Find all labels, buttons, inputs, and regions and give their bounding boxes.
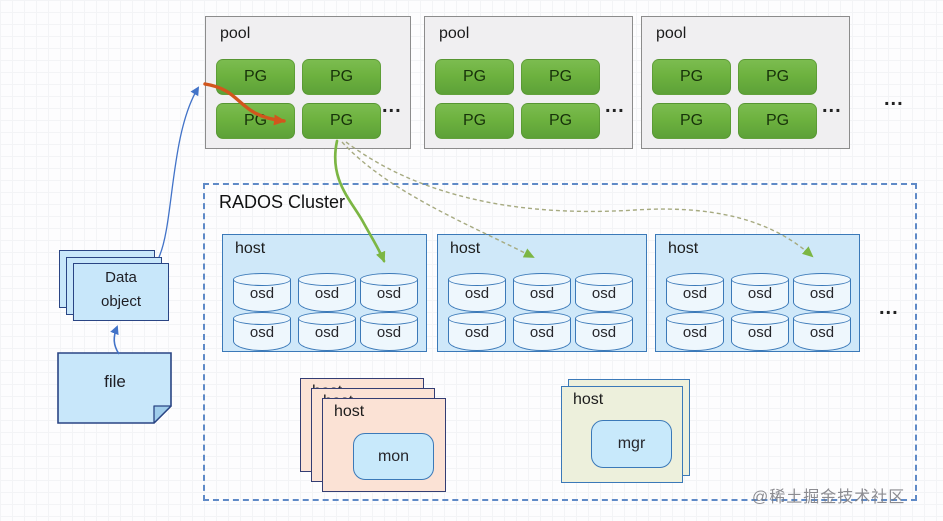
pg-box: PG [652, 59, 731, 95]
cylinder-top [448, 273, 506, 286]
pg-box: PG [652, 103, 731, 139]
pool-box-1: pool PG PG PG PG ... [205, 16, 411, 149]
cylinder-top [298, 312, 356, 325]
pool-box-2: pool PG PG PG PG ... [424, 16, 633, 149]
pool-label: pool [656, 25, 687, 42]
osd-cylinder: osd [666, 312, 724, 351]
pool-label: pool [220, 25, 251, 42]
osd-cylinder: osd [666, 273, 724, 312]
more-hosts-ellipsis: ... [879, 297, 899, 319]
osd-cylinder: osd [793, 273, 851, 312]
osd-cylinder: osd [448, 273, 506, 312]
cylinder-top [360, 273, 418, 286]
mon-host-layer-front: host mon [322, 398, 446, 492]
host-label: host [334, 403, 365, 420]
cluster-host-3: host osd osd osd osd osd osd [655, 234, 860, 352]
host-label: host [450, 240, 481, 257]
cylinder-top [513, 312, 571, 325]
mon-service-box: mon [353, 433, 434, 480]
cylinder-top [448, 312, 506, 325]
cylinder-top [360, 312, 418, 325]
osd-cylinder: osd [513, 312, 571, 351]
arrow-file-to-data-object [110, 325, 120, 355]
osd-cylinder: osd [298, 273, 356, 312]
cylinder-top [233, 273, 291, 286]
pool-label: pool [439, 25, 470, 42]
osd-cylinder: osd [513, 273, 571, 312]
host-label: host [235, 240, 266, 257]
cylinder-top [793, 273, 851, 286]
watermark: @稀土掘金技术社区 [752, 489, 906, 506]
more-pgs-ellipsis: ... [605, 95, 625, 117]
cylinder-top [731, 273, 789, 286]
osd-cylinder: osd [575, 273, 633, 312]
pool-box-3: pool PG PG PG PG ... [641, 16, 850, 149]
data-object-layer-front: Data object [73, 263, 169, 321]
mgr-service-box: mgr [591, 420, 672, 468]
cylinder-top [666, 312, 724, 325]
file-outline [57, 352, 172, 424]
cylinder-top [575, 273, 633, 286]
pg-box: PG [738, 103, 817, 139]
osd-cylinder: osd [575, 312, 633, 351]
osd-cylinder: osd [233, 312, 291, 351]
host-label: host [573, 391, 604, 408]
file-label: file [104, 372, 126, 391]
osd-cylinder: osd [793, 312, 851, 351]
cylinder-top [575, 312, 633, 325]
rados-cluster-title: RADOS Cluster [219, 192, 346, 212]
pg-box: PG [216, 59, 295, 95]
osd-cylinder: osd [298, 312, 356, 351]
cylinder-top [298, 273, 356, 286]
osd-cylinder: osd [233, 273, 291, 312]
cluster-host-1: host osd osd osd osd osd osd [222, 234, 427, 352]
cylinder-top [666, 273, 724, 286]
pg-box: PG [738, 59, 817, 95]
file-shape: file [57, 352, 173, 425]
cluster-host-2: host osd osd osd osd osd osd [437, 234, 647, 352]
more-pgs-ellipsis: ... [382, 95, 402, 117]
data-object-label: Data object [100, 269, 142, 310]
osd-cylinder: osd [360, 312, 418, 351]
more-pgs-ellipsis: ... [822, 95, 842, 117]
osd-cylinder: osd [731, 312, 789, 351]
cylinder-top [793, 312, 851, 325]
osd-cylinder: osd [731, 273, 789, 312]
more-pools-ellipsis: ... [884, 88, 904, 110]
arrow-data-object-to-pg [158, 86, 200, 258]
cylinder-top [731, 312, 789, 325]
pg-box: PG [435, 103, 514, 139]
mgr-host-layer-front: host mgr [561, 386, 683, 483]
pg-box: PG [216, 103, 295, 139]
pg-box: PG [521, 59, 600, 95]
osd-cylinder: osd [448, 312, 506, 351]
osd-cylinder: osd [360, 273, 418, 312]
host-label: host [668, 240, 699, 257]
pg-box: PG [302, 103, 381, 139]
cylinder-top [513, 273, 571, 286]
pg-box: PG [521, 103, 600, 139]
pg-box: PG [435, 59, 514, 95]
pg-box: PG [302, 59, 381, 95]
cylinder-top [233, 312, 291, 325]
